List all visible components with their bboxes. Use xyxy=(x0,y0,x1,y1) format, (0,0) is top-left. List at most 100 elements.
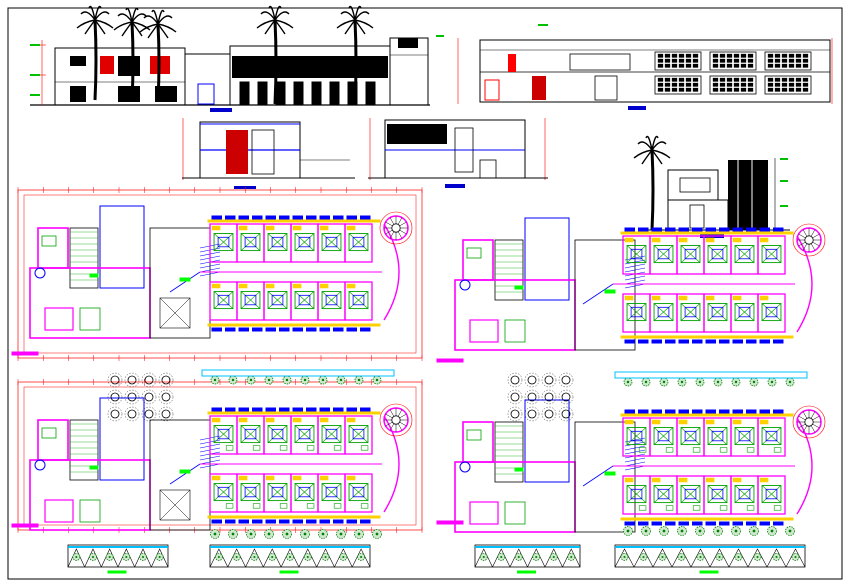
tree-symbol-icon xyxy=(549,553,558,561)
view-title-bar xyxy=(628,106,646,110)
hotel-room xyxy=(344,281,373,321)
hotel-room xyxy=(263,415,292,455)
tree-symbol-icon xyxy=(695,526,705,536)
tree-symbol-icon xyxy=(318,375,328,385)
hotel-room xyxy=(703,417,732,457)
hotel-room xyxy=(757,293,786,333)
hotel-room xyxy=(730,235,759,275)
hotel-room xyxy=(263,281,292,321)
hotel-room xyxy=(344,415,373,455)
section-b xyxy=(368,118,548,188)
hotel-room xyxy=(676,475,705,515)
hotel-room xyxy=(622,417,651,457)
tree-symbol-icon xyxy=(772,553,781,561)
hotel-room xyxy=(622,475,651,515)
furnished-ground-plan xyxy=(11,369,423,539)
tree-symbol-icon xyxy=(246,375,256,385)
hotel-room xyxy=(317,223,346,263)
tree-symbol-icon xyxy=(372,529,382,539)
tree-symbol-icon xyxy=(210,529,220,539)
tree-symbol-icon xyxy=(250,553,259,561)
hotel-room xyxy=(649,235,678,275)
tree-symbol-icon xyxy=(228,529,238,539)
tree-symbol-icon xyxy=(139,553,147,561)
hotel-room xyxy=(317,473,346,513)
tree-symbol-icon xyxy=(286,553,294,561)
tree-symbol-icon xyxy=(659,526,669,536)
tree-symbol-icon xyxy=(753,553,762,561)
tree-symbol-icon xyxy=(105,553,114,561)
tree-symbol-icon xyxy=(264,375,274,385)
hotel-room xyxy=(209,281,238,321)
tree-symbol-icon xyxy=(354,375,364,385)
tree-symbol-icon xyxy=(715,553,724,561)
tree-symbol-icon xyxy=(232,553,241,561)
hotel-room xyxy=(757,475,786,515)
tree-symbol-icon xyxy=(785,377,795,387)
tree-symbol-icon xyxy=(713,526,723,536)
hotel-room xyxy=(209,473,238,513)
hotel-room xyxy=(622,293,651,333)
tree-symbol-icon xyxy=(767,526,777,536)
hotel-room xyxy=(290,473,319,513)
hotel-room xyxy=(290,415,319,455)
hotel-room xyxy=(209,223,238,263)
rear-elevation xyxy=(457,24,833,110)
landscape-strip xyxy=(201,369,395,539)
tree-symbol-icon xyxy=(695,377,705,387)
tree-symbol-icon xyxy=(354,529,364,539)
spiral-stair-icon xyxy=(792,405,826,439)
tree-symbol-icon xyxy=(532,553,541,561)
hotel-room xyxy=(730,475,759,515)
hotel-room xyxy=(649,293,678,333)
front-elevation xyxy=(30,5,444,112)
palm-tree-icon xyxy=(76,5,114,101)
tree-symbol-icon xyxy=(246,529,256,539)
planting-strip xyxy=(614,544,806,574)
side-elevation xyxy=(633,135,790,238)
landscape-strip xyxy=(614,371,808,536)
tree-symbol-icon xyxy=(731,526,741,536)
hotel-room xyxy=(622,235,651,275)
tree-symbol-icon xyxy=(303,553,312,561)
hotel-room xyxy=(649,417,678,457)
tree-symbol-icon xyxy=(268,553,277,561)
hotel-room xyxy=(290,223,319,263)
tree-symbol-icon xyxy=(731,377,741,387)
tree-symbol-icon xyxy=(72,553,81,561)
tree-symbol-icon xyxy=(228,375,238,385)
hotel-room xyxy=(290,281,319,321)
tree-symbol-icon xyxy=(497,553,506,561)
dining-tables xyxy=(507,372,574,422)
tree-symbol-icon xyxy=(696,553,705,561)
tree-symbol-icon xyxy=(336,529,346,539)
planting-strip xyxy=(209,544,371,574)
tree-symbol-icon xyxy=(318,529,328,539)
tree-symbol-icon xyxy=(677,553,686,561)
tree-symbol-icon xyxy=(300,375,310,385)
tree-symbol-icon xyxy=(214,553,223,561)
spiral-stair-icon xyxy=(792,223,826,257)
hotel-room xyxy=(649,475,678,515)
tree-symbol-icon xyxy=(749,526,759,536)
view-title-bar xyxy=(210,108,232,112)
palm-tree-icon xyxy=(139,9,177,101)
upper-floor-plan xyxy=(436,217,826,363)
furnished-upper-plan xyxy=(436,371,826,536)
tree-symbol-icon xyxy=(639,553,648,561)
palm-tree-icon xyxy=(256,5,294,105)
tree-symbol-icon xyxy=(658,553,667,561)
tree-symbol-icon xyxy=(89,553,97,561)
tree-symbol-icon xyxy=(641,377,651,387)
hotel-room xyxy=(703,475,732,515)
section-a xyxy=(182,118,355,189)
tree-symbol-icon xyxy=(713,377,723,387)
ground-floor-plan xyxy=(11,187,423,361)
tree-symbol-icon xyxy=(623,377,633,387)
planting-strip xyxy=(474,544,581,574)
tree-symbol-icon xyxy=(336,375,346,385)
tree-symbol-icon xyxy=(785,526,795,536)
tree-symbol-icon xyxy=(264,529,274,539)
tree-symbol-icon xyxy=(767,377,777,387)
